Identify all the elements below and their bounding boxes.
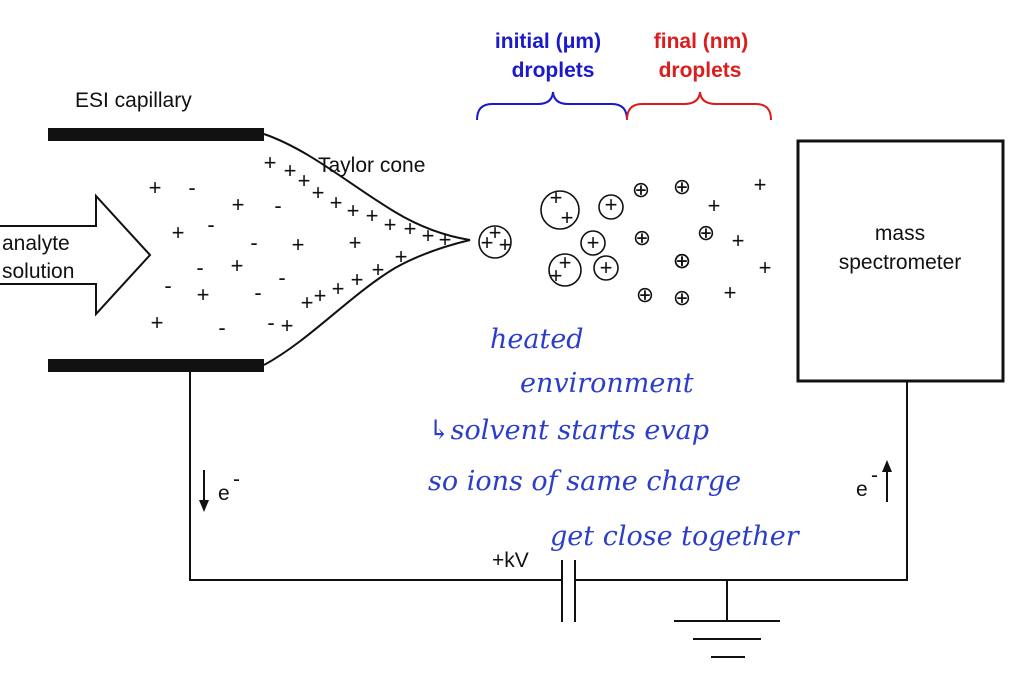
plus-charge: +: [550, 185, 563, 210]
plus-charge: +: [754, 172, 767, 197]
voltage-label: +kV: [492, 549, 529, 572]
ion-circled-plus: ⊕: [673, 248, 691, 273]
circuit-wire: [189, 372, 562, 581]
plus-charge: +: [559, 250, 572, 275]
plus-charge: +: [330, 190, 343, 215]
minus-charge: -: [164, 273, 171, 298]
ion-circled-plus: ⊕: [673, 285, 691, 310]
minus-charge: -: [278, 265, 285, 290]
mass-spectrometer-box: [796, 139, 1005, 383]
electron-left-label: e: [218, 482, 230, 505]
plus-charge: +: [284, 158, 297, 183]
plus-charge: +: [312, 180, 325, 205]
electron-right-sup: -: [871, 464, 878, 487]
plus-charge: +: [550, 263, 563, 288]
charge-symbols: +-+-+--++-+--+-+--++++++++++++++++++++++…: [149, 150, 772, 340]
plus-charge: +: [605, 192, 618, 217]
plus-charge: +: [587, 230, 600, 255]
ion-circled-plus: ⊕: [633, 225, 651, 250]
minus-charge: -: [196, 255, 203, 280]
droplet-circle: [540, 190, 580, 230]
droplet-circle: [598, 194, 624, 220]
analyte-arrow: [0, 193, 152, 317]
electron-left-sup: -: [233, 468, 240, 491]
analyte-label-line1: analyte: [2, 232, 70, 255]
ion-circled-plus: ⊕: [632, 177, 650, 202]
minus-charge: -: [250, 230, 257, 255]
plus-charge: +: [232, 192, 245, 217]
plus-charge: +: [149, 175, 162, 200]
minus-charge: -: [188, 175, 195, 200]
plus-charge: +: [708, 193, 721, 218]
plus-charge: +: [298, 168, 311, 193]
ion-circled-plus: ⊕: [673, 248, 691, 273]
handwritten-note-line1: heated: [490, 324, 584, 355]
minus-charge: -: [207, 212, 214, 237]
electron-arrow-up-head: [882, 460, 892, 472]
plus-charge: +: [301, 290, 314, 315]
circuit-wire-right: [575, 381, 908, 581]
final-droplets-label-line2: droplets: [659, 59, 742, 82]
initial-droplets-bracket: [476, 91, 628, 121]
taylor-cone-label: Taylor cone: [318, 154, 425, 177]
ion-circled-plus: ⊕: [673, 174, 691, 199]
plus-charge: +: [314, 283, 327, 308]
plus-charge: +: [561, 205, 574, 230]
plus-charge: +: [347, 198, 360, 223]
plus-charge: +: [349, 230, 362, 255]
plus-charge: +: [724, 280, 737, 305]
plus-charge: +: [600, 255, 613, 280]
final-droplets-bracket: [626, 91, 772, 121]
mass-spectrometer-label-line2: spectrometer: [839, 251, 962, 274]
plus-charge: +: [366, 203, 379, 228]
plus-charge: +: [404, 216, 417, 241]
plus-charge: +: [372, 257, 385, 282]
mass-spectrometer-label-line1: mass: [875, 222, 925, 245]
plus-charge: +: [264, 150, 277, 175]
initial-droplets-label-line2: droplets: [512, 59, 595, 82]
droplet-circle: [580, 230, 606, 256]
plus-charge: +: [384, 212, 397, 237]
final-droplets-label-line1: final (nm): [654, 30, 749, 53]
plus-charge: +: [351, 267, 364, 292]
capillary-top-wall: [48, 128, 264, 141]
electron-right-label: e: [856, 478, 868, 501]
plus-charge: +: [292, 232, 305, 257]
handwritten-note-line5: get close together: [550, 521, 801, 552]
electron-arrow-down-head: [199, 500, 209, 512]
capillary-label: ESI capillary: [75, 89, 192, 112]
initial-droplets-label-line1: initial (μm): [495, 30, 601, 53]
handwritten-note-line3: ↳solvent starts evap: [428, 415, 709, 446]
plus-charge: +: [281, 313, 294, 338]
ion-circled-plus: ⊕: [636, 282, 654, 307]
plus-charge: +: [732, 228, 745, 253]
ion-circled-plus: ⊕: [697, 220, 715, 245]
plus-charge: +: [395, 244, 408, 269]
taylor-cone-outline: [263, 133, 471, 366]
plus-charge: +: [489, 220, 502, 245]
plus-charge: +: [759, 255, 772, 280]
plus-charge: +: [332, 276, 345, 301]
droplet-circle: [593, 255, 619, 281]
analyte-label-line2: solution: [2, 260, 74, 283]
plus-charge: +: [422, 223, 435, 248]
capillary-bottom-wall: [48, 359, 264, 372]
minus-charge: -: [254, 280, 261, 305]
plus-charge: +: [439, 227, 452, 252]
minus-charge: -: [218, 315, 225, 340]
handwritten-note-line4: so ions of same charge: [428, 466, 741, 497]
handwritten-note-line2: environment: [520, 368, 694, 399]
minus-charge: -: [267, 310, 274, 335]
plus-charge: +: [151, 310, 164, 335]
plus-charge: +: [481, 230, 494, 255]
droplet-circle: [548, 253, 582, 287]
plus-charge: +: [172, 220, 185, 245]
droplet-circle: [478, 225, 512, 259]
minus-charge: -: [274, 193, 281, 218]
plus-charge: +: [231, 253, 244, 278]
plus-charge: +: [197, 282, 210, 307]
plus-charge: +: [499, 232, 512, 257]
